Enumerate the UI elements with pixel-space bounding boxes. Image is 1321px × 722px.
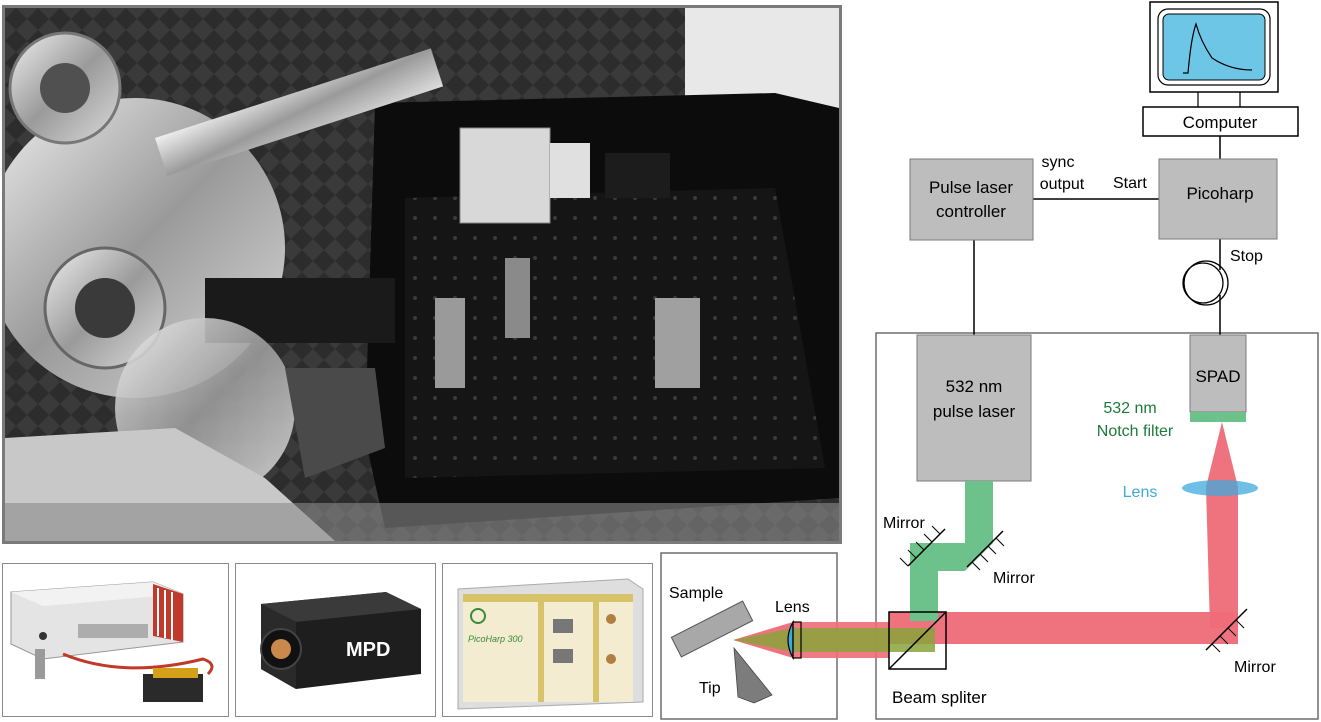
picoharp-box [1158,158,1278,240]
lens-left-label: Lens [775,599,810,616]
spad-label: SPAD [1195,367,1240,386]
picoharp-panel-text: PicoHarp 300 [468,634,523,644]
pulse-laser-controller-image [10,581,214,702]
picoharp-image: PicoHarp 300 [457,578,644,710]
mpd-logo-text: MPD [346,639,390,661]
pulse-laser-controller-box [909,158,1034,241]
start-label: Start [1113,175,1147,192]
pulse-controller-label-line2: controller [936,202,1006,221]
pulse-laser-controller-photo [2,563,229,717]
stop-label: Stop [1230,248,1263,265]
mirror-middle [966,530,1005,571]
laser-label-line1: 532 nm [946,377,1003,396]
red-beam-vertical [1206,422,1238,628]
left-lens-holder [792,621,802,659]
right-lens [1182,480,1258,496]
pulse-laser-box [916,334,1032,482]
computer-label: Computer [1183,113,1258,132]
tip-cone [733,646,773,704]
spad-box [1189,334,1247,413]
beam-splitter-label: Beam spliter [892,688,987,707]
sample-label: Sample [669,585,723,602]
tip-label: Tip [699,680,721,697]
mirror-top-left-label: Mirror [883,515,925,532]
mirror-right [1205,608,1248,653]
mirror-mid-label: Mirror [993,570,1035,587]
green-beam-to-splitter [910,571,938,621]
sync-label-line1: sync [1042,154,1075,171]
sync-label-line2: output [1040,176,1085,193]
lab-setup-photo [2,5,842,544]
picoharp-label: Picoharp [1186,184,1253,203]
sample-plate [670,600,754,658]
green-beam-cone [733,628,793,652]
red-beam-horizontal [889,612,1238,644]
decay-curve [1183,22,1253,74]
green-red-overlap-beam [793,628,935,652]
lab-setup-photo-image [5,8,839,541]
fiber-coil-icon [1182,260,1229,306]
mpd-spad-image: MPD [260,592,421,689]
lens-right-label: Lens [1123,484,1158,501]
computer-monitor [1149,1,1279,107]
notch-filter [1190,412,1246,422]
green-beam-left [910,543,965,571]
picoharp-photo: PicoHarp 300 [442,563,653,717]
beam-splitter [888,611,947,670]
mirror-upper-left [899,525,946,567]
green-beam-down [965,481,993,543]
mirror-right-label: Mirror [1234,659,1276,676]
notch-label-line1: 532 nm [1103,400,1156,417]
notch-label-line2: Notch filter [1097,423,1174,440]
laser-label-line2: pulse laser [933,402,1016,421]
pulse-controller-label-line1: Pulse laser [929,178,1013,197]
mpd-spad-photo: MPD [235,563,436,717]
